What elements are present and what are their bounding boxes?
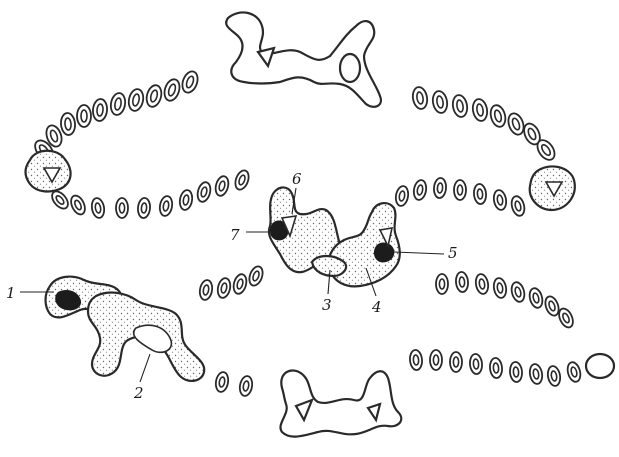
label-1: 1 bbox=[6, 284, 16, 302]
lower-right-somite-arc bbox=[436, 272, 576, 330]
label-7: 7 bbox=[230, 226, 240, 244]
central-organ-complex bbox=[269, 187, 400, 286]
upper-left-somite-arc bbox=[32, 69, 201, 163]
label-3: 3 bbox=[322, 296, 332, 314]
bottom-somite-arc bbox=[214, 350, 614, 397]
top-dorsal-structure bbox=[226, 12, 381, 106]
label-4: 4 bbox=[371, 298, 382, 316]
left-gut-structure bbox=[46, 277, 205, 381]
bottom-dorsal-structure bbox=[280, 370, 401, 436]
right-lateral-mass bbox=[530, 166, 575, 210]
terminal-vesicle bbox=[586, 354, 614, 378]
lower-left-somite-arc bbox=[49, 169, 251, 219]
connecting-somite-chain bbox=[198, 265, 265, 301]
left-lateral-mass bbox=[26, 151, 71, 192]
label-6: 6 bbox=[292, 170, 302, 188]
middle-right-somite-arc bbox=[394, 178, 526, 218]
label-5: 5 bbox=[448, 244, 458, 262]
upper-right-somite-arc bbox=[411, 86, 558, 163]
label-2: 2 bbox=[133, 384, 144, 402]
